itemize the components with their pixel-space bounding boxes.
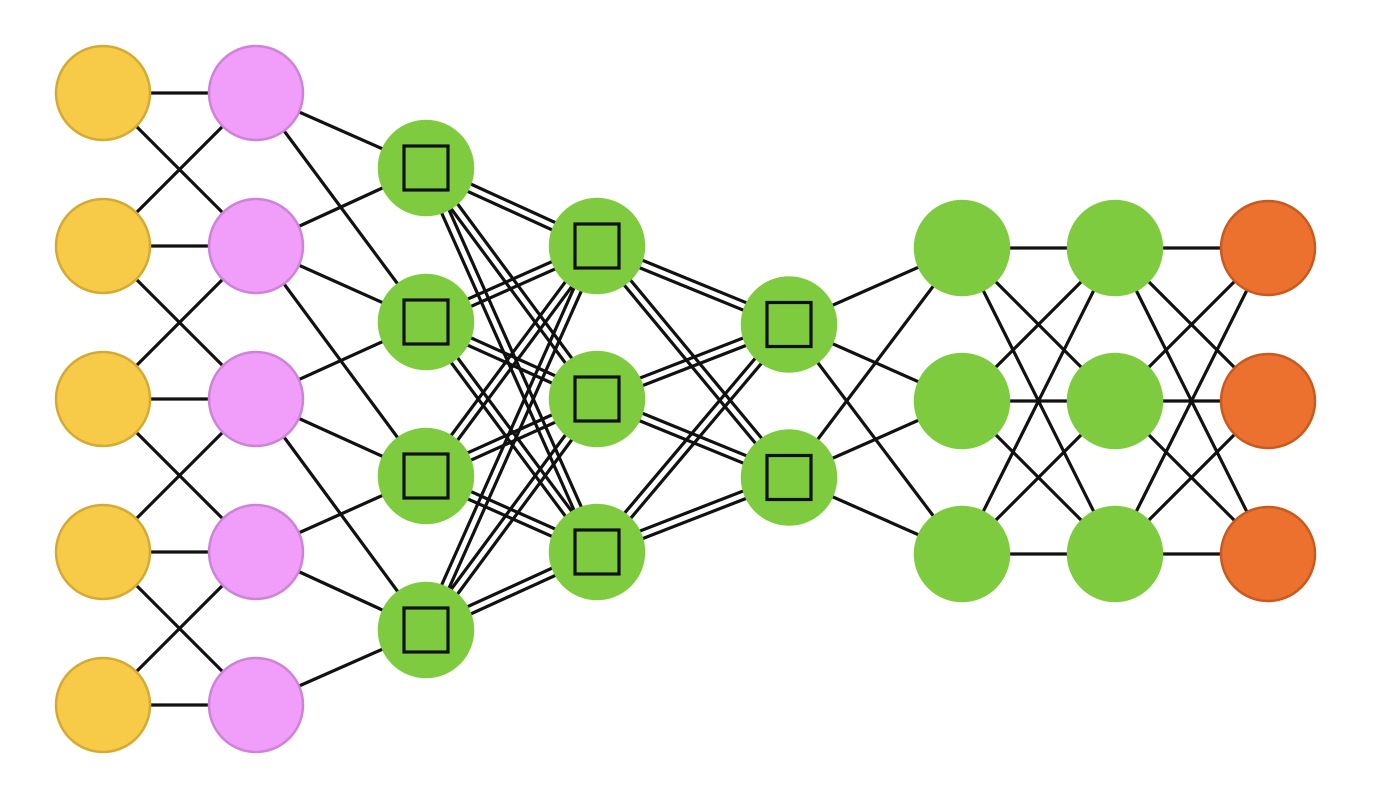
node-circle	[1066, 505, 1164, 603]
node-hidden-6-2	[1066, 505, 1164, 603]
node-circle	[207, 44, 305, 142]
node-output-2	[1219, 505, 1317, 603]
node-output-0	[1219, 199, 1317, 297]
edge-l3n0-l4n1-b	[598, 242, 794, 476]
node-circle	[377, 273, 475, 371]
node-input-4	[54, 656, 152, 754]
square-marker-icon	[765, 300, 813, 349]
node-circle	[913, 352, 1011, 450]
node-circle	[377, 427, 475, 525]
edge-l2n3-l3n0-a	[428, 246, 603, 633]
node-hidden-1-1	[207, 197, 305, 295]
square-marker-icon	[573, 528, 621, 576]
square-marker-icon	[402, 298, 450, 346]
node-circle	[207, 350, 305, 448]
node-circle	[54, 656, 152, 754]
node-hidden-3-1	[548, 350, 646, 448]
node-circle	[54, 503, 152, 601]
square-marker-icon	[402, 144, 450, 192]
node-circle	[1219, 352, 1317, 450]
node-circle	[377, 119, 475, 217]
edge-l3n2-l4n0-b	[592, 320, 788, 551]
node-circle	[207, 656, 305, 754]
node-input-2	[54, 350, 152, 448]
node-hidden-4-1	[740, 429, 838, 526]
square-marker-icon	[573, 375, 621, 423]
node-hidden-5-0	[913, 199, 1011, 297]
node-hidden-6-1	[1066, 352, 1164, 450]
node-hidden-2-1	[377, 273, 475, 371]
node-circle	[913, 199, 1011, 297]
node-hidden-3-0	[548, 197, 646, 295]
node-hidden-1-4	[207, 656, 305, 754]
node-circle	[1066, 199, 1164, 297]
square-marker-icon	[765, 453, 813, 502]
node-circle	[54, 350, 152, 448]
node-circle	[207, 503, 305, 601]
node-circle	[1219, 199, 1317, 297]
node-circle	[207, 197, 305, 295]
node-circle	[740, 429, 838, 526]
node-output-1	[1219, 352, 1317, 450]
node-hidden-1-0	[207, 44, 305, 142]
node-circle	[1219, 505, 1317, 603]
square-marker-icon	[402, 452, 450, 500]
square-marker-icon	[573, 222, 621, 270]
node-hidden-2-0	[377, 119, 475, 217]
node-hidden-4-0	[740, 276, 838, 373]
node-input-3	[54, 503, 152, 601]
node-circle	[548, 503, 646, 601]
node-hidden-2-2	[377, 427, 475, 525]
node-hidden-6-0	[1066, 199, 1164, 297]
node-circle	[54, 197, 152, 295]
node-hidden-2-3	[377, 581, 475, 679]
node-input-0	[54, 44, 152, 142]
node-circle	[740, 276, 838, 373]
edge-l3n2-l4n0-a	[598, 326, 794, 556]
node-hidden-1-2	[207, 350, 305, 448]
edge-l3n0-l4n1-a	[592, 247, 788, 482]
edge-l2n3-l3n0-b	[420, 243, 595, 630]
nodes-group	[54, 44, 1317, 754]
node-input-1	[54, 197, 152, 295]
edge-l5n2-l6n0	[960, 247, 1117, 555]
node-circle	[548, 197, 646, 295]
node-hidden-1-3	[207, 503, 305, 601]
node-hidden-5-2	[913, 505, 1011, 603]
edge-l6n2-l7n0	[1113, 247, 1270, 555]
node-hidden-5-1	[913, 352, 1011, 450]
node-circle	[913, 505, 1011, 603]
node-hidden-3-2	[548, 503, 646, 601]
node-circle	[54, 44, 152, 142]
node-circle	[377, 581, 475, 679]
node-circle	[1066, 352, 1164, 450]
square-marker-icon	[402, 606, 450, 654]
node-circle	[548, 350, 646, 448]
